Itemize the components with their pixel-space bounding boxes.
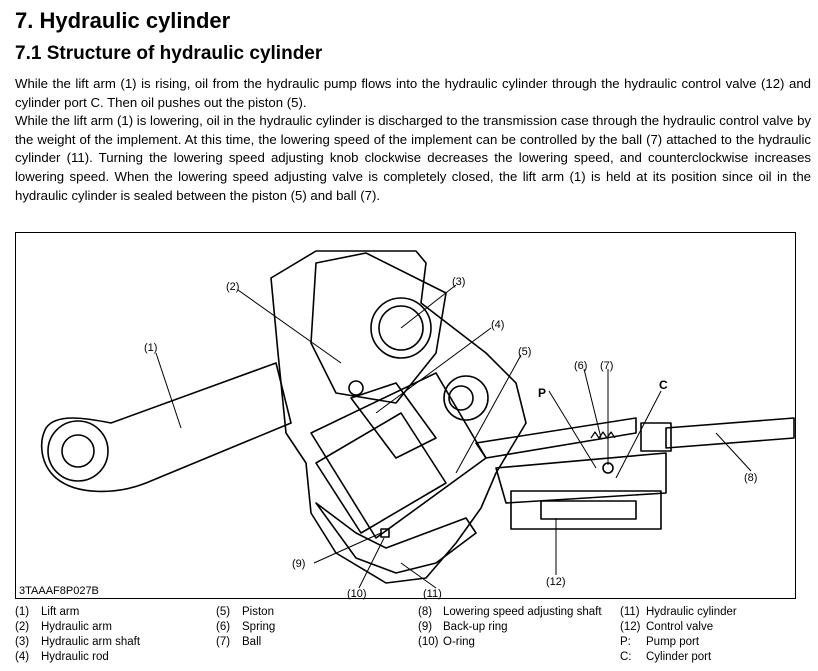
callout-11: (11) <box>423 588 442 600</box>
legend-label: Ball <box>242 636 262 648</box>
legend-num: C: <box>620 651 632 663</box>
piston-body <box>315 412 447 534</box>
callout-10: (10) <box>347 588 367 600</box>
subsection-heading: 7.1 Structure of hydraulic cylinder <box>15 43 323 64</box>
paragraph-rising: While the lift arm (1) is rising, oil fr… <box>15 76 811 110</box>
legend-column-4: (11) Hydraulic cylinder (12) Control valve… <box>620 605 737 665</box>
legend-num: (2) <box>15 621 30 633</box>
legend-label: Lowering speed adjusting shaft <box>443 606 602 618</box>
oil-passage <box>475 417 637 459</box>
callout-7: (7) <box>600 360 613 372</box>
legend-column-2: (5) Piston (6) Spring (7) Ball <box>216 605 275 650</box>
callout-P: P <box>538 386 546 400</box>
legend-item: (9) Back-up ring <box>418 620 613 635</box>
legend-num: (5) <box>216 606 231 618</box>
paragraph-lowering: While the lift arm (1) is lowering, oil … <box>15 113 811 203</box>
legend-num: (10) <box>418 636 439 648</box>
callout-C: C <box>659 378 668 392</box>
legend-item: (8) Lowering speed adjusting shaft <box>418 605 613 620</box>
legend-label: Pump port <box>646 636 700 648</box>
lift-arm-boss-outer <box>47 420 109 482</box>
side-boss <box>443 375 489 421</box>
legend-item: (4) Hydraulic rod <box>15 650 140 665</box>
legend-column-3: (8) Lowering speed adjusting shaft (9) Bac… <box>418 605 613 650</box>
legend-num: (6) <box>216 621 231 633</box>
legend-label: Hydraulic arm <box>41 621 112 633</box>
lower-housing <box>315 502 477 574</box>
cylinder-bore <box>310 372 487 539</box>
lift-arm-boss-inner <box>61 434 95 468</box>
callout-8: (8) <box>744 472 757 484</box>
legend-num: (1) <box>15 606 30 618</box>
legend-item: (6) Spring <box>216 620 275 635</box>
legend-item: (7) Ball <box>216 635 275 650</box>
cylinder-drawing: (1) (2) (3) (4) (5) (6) (7) P C (8) (9) … <box>40 250 795 600</box>
legend-num: P: <box>620 636 631 648</box>
legend-item: (1) Lift arm <box>15 605 140 620</box>
legend-label: O-ring <box>443 636 475 648</box>
callout-12: (12) <box>546 576 566 588</box>
legend-item: (12) Control valve <box>620 620 737 635</box>
arm-shaft-outer <box>370 297 432 359</box>
legend-item: (5) Piston <box>216 605 275 620</box>
legend-label: Back-up ring <box>443 621 508 633</box>
legend-item: (11) Hydraulic cylinder <box>620 605 737 620</box>
lift-arm-shape <box>40 362 292 493</box>
legend-label: Control valve <box>646 621 714 633</box>
arm-shaft-inner <box>378 305 424 351</box>
legend-label: Hydraulic rod <box>41 651 109 663</box>
legend-num: (4) <box>15 651 30 663</box>
control-valve-spool <box>540 500 637 520</box>
legend-label: Cylinder port <box>646 651 712 663</box>
legend-label: Hydraulic cylinder <box>646 606 737 618</box>
hydraulic-rod <box>350 382 437 459</box>
adjusting-shaft <box>665 417 795 449</box>
arm-pin <box>348 380 364 396</box>
spring-coil <box>590 431 616 439</box>
callout-4: (4) <box>491 319 504 331</box>
description-text: While the lift arm (1) is rising, oil fr… <box>15 75 811 205</box>
legend-label: Spring <box>242 621 276 633</box>
adjusting-knob-nut <box>640 422 672 452</box>
legend-label: Piston <box>242 606 274 618</box>
hydraulic-cylinder-figure: (1) (2) (3) (4) (5) (6) (7) P C (8) (9) … <box>15 232 796 600</box>
legend-num: (8) <box>418 606 433 618</box>
legend-column-1: (1) Lift arm (2) Hydraulic arm (3) Hydrauli… <box>15 605 140 665</box>
legend-item: C: Cylinder port <box>620 650 737 665</box>
callout-3: (3) <box>452 276 465 288</box>
callout-2: (2) <box>226 281 239 293</box>
hydraulic-arm-shape <box>310 252 447 404</box>
legend-num: (12) <box>620 621 641 633</box>
legend-num: (7) <box>216 636 231 648</box>
side-boss-hole <box>448 385 474 411</box>
cylinder-housing <box>270 250 527 584</box>
valve-housing <box>495 452 667 504</box>
legend-item: (10) O-ring <box>418 635 613 650</box>
legend-num: (9) <box>418 621 433 633</box>
legend-label: Hydraulic arm shaft <box>41 636 141 648</box>
figure-code: 3TAAAF8P027B <box>19 585 99 597</box>
control-valve-body <box>510 490 662 530</box>
section-heading: 7. Hydraulic cylinder <box>15 8 231 33</box>
callout-1: (1) <box>144 342 157 354</box>
callout-5: (5) <box>518 346 531 358</box>
legend-item: (3) Hydraulic arm shaft <box>15 635 140 650</box>
callout-6: (6) <box>574 360 587 372</box>
legend-label: Lift arm <box>41 606 80 618</box>
legend-num: (3) <box>15 636 30 648</box>
legend-num: (11) <box>620 606 640 618</box>
legend-item: P: Pump port <box>620 635 737 650</box>
legend-item: (2) Hydraulic arm <box>15 620 140 635</box>
callout-9: (9) <box>292 558 305 570</box>
